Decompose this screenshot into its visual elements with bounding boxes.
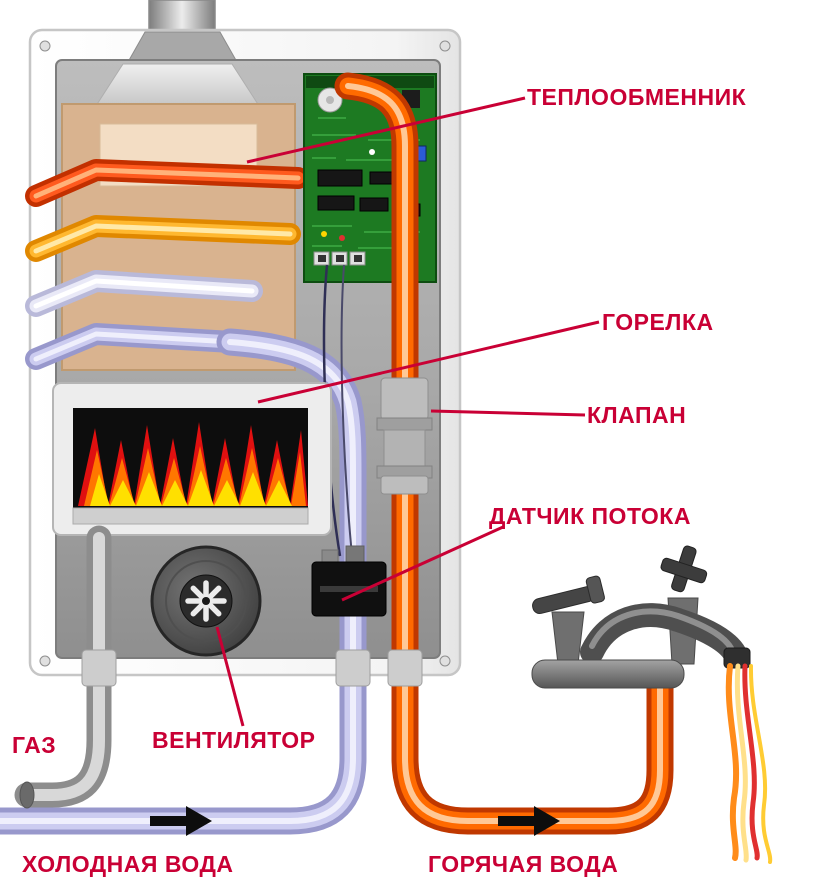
faucet-left-handle	[532, 575, 605, 615]
pointer-heat-exchanger	[246, 96, 526, 164]
flue-pipe	[148, 0, 216, 34]
hot-flow-right-arrow-icon	[498, 806, 560, 836]
flow-sensor-label: ДАТЧИК ПОТОКА	[489, 503, 691, 529]
pointer-burner	[257, 320, 600, 404]
pointer-valve	[430, 409, 586, 417]
gas-pipe-open-end	[19, 781, 35, 809]
flow-sensor	[311, 545, 387, 617]
burner	[52, 382, 332, 536]
fan	[150, 545, 262, 657]
faucet	[531, 545, 751, 689]
pointer-flow-sensor	[341, 525, 504, 602]
water-streams	[725, 663, 773, 864]
valve-label: КЛАПАН	[587, 402, 687, 428]
flow-arrows	[150, 806, 560, 836]
burner-label: ГОРЕЛКА	[602, 309, 714, 335]
pointer-lines	[215, 96, 600, 727]
hot-water-label: ГОРЯЧАЯ ВОДА	[428, 851, 619, 877]
flames	[78, 422, 308, 506]
heat-exchanger-label: ТЕПЛООБМЕННИК	[527, 84, 747, 110]
pipe-sleeves	[81, 649, 423, 687]
gas-label: ГАЗ	[12, 732, 57, 758]
pointer-fan	[215, 626, 245, 727]
faucet-right-handle	[660, 545, 708, 593]
fan-label: ВЕНТИЛЯТОР	[152, 727, 316, 753]
flue-collar	[127, 31, 238, 63]
casing-screws	[39, 40, 451, 667]
faucet-base	[531, 659, 685, 689]
cold-water-label: ХОЛОДНАЯ ВОДА	[22, 851, 234, 877]
cold-flow-right-arrow-icon	[150, 806, 212, 836]
gas-valve	[376, 377, 433, 495]
